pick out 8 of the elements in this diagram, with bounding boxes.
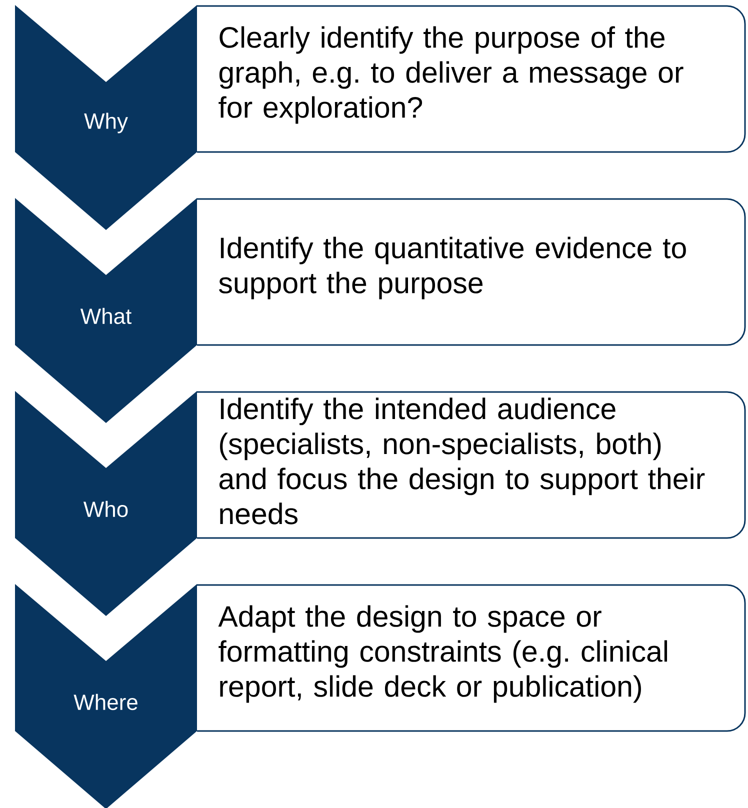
step-banner: Who <box>15 391 197 616</box>
step-banner: Where <box>15 584 197 808</box>
text-box: Clearly identify the purpose of the graph, e.g. to deliver a message or for exploration? <box>197 5 746 153</box>
text-box: Identify the quantitative evidence to support the purpose <box>197 198 746 346</box>
text-box: Identify the intended audience (specialists, non-specialists, both) and focus the design to support their needs <box>197 391 746 539</box>
text-box: Adapt the design to space or formatting constraints (e.g. clinical report, slide deck or publication) <box>197 584 746 732</box>
step-banner: Why <box>15 5 197 230</box>
step-banner: What <box>15 198 197 423</box>
